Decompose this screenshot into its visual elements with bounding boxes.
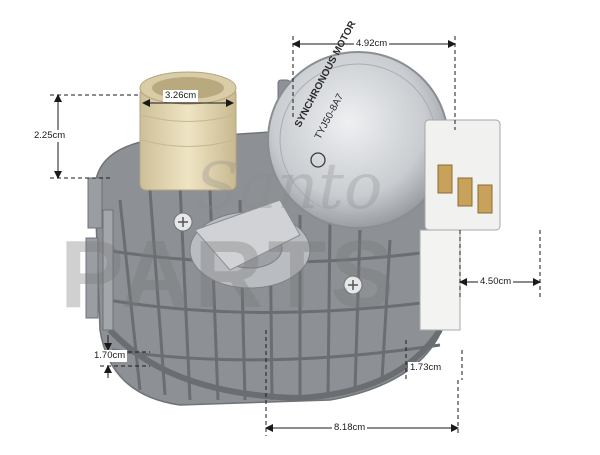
dim-side-width: 4.50cm bbox=[478, 276, 514, 288]
dim-base-right-height: 1.73cm bbox=[408, 362, 444, 374]
terminal-block bbox=[419, 119, 501, 331]
dim-bottom-width: 8.18cm bbox=[332, 422, 368, 434]
dim-socket-diameter: 3.26cm bbox=[163, 90, 199, 102]
screw-left bbox=[173, 212, 193, 232]
watermark-script: Santo bbox=[195, 150, 383, 224]
impeller-hub bbox=[189, 199, 311, 289]
dim-base-left-height: 1.70cm bbox=[92, 350, 128, 362]
dim-top-width: 4.92cm bbox=[354, 38, 390, 50]
dim-socket-height: 2.25cm bbox=[32, 130, 68, 142]
watermark-letters: PARTS bbox=[60, 221, 399, 328]
screw-right bbox=[343, 275, 363, 295]
dimension-lines bbox=[50, 36, 541, 436]
